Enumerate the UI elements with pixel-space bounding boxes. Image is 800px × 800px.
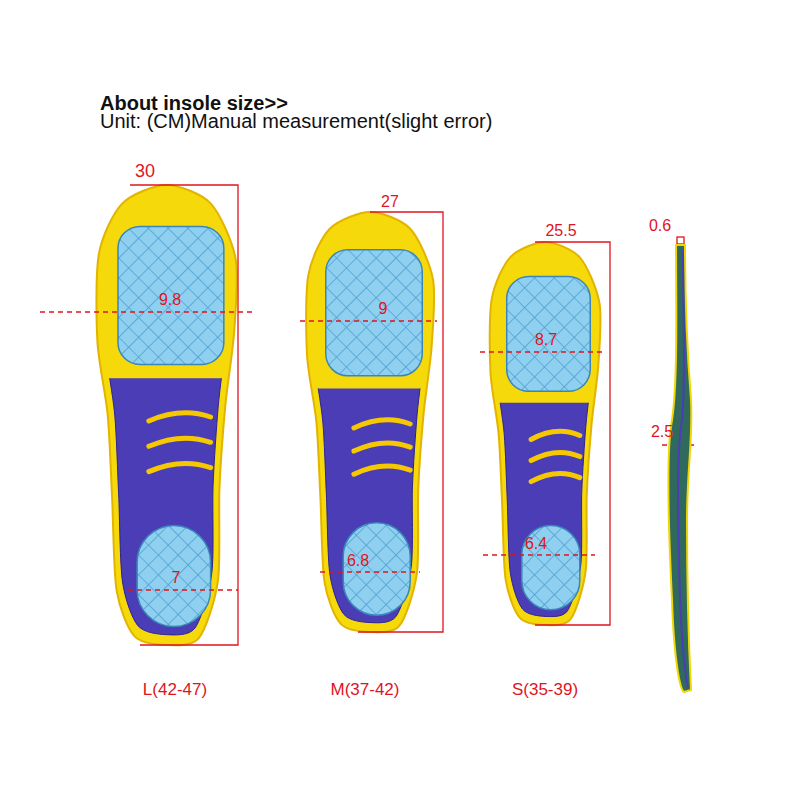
insole <box>96 185 236 645</box>
dimension: 9.8 <box>159 291 181 309</box>
width-line <box>300 320 437 321</box>
size-label: M(37-42) <box>331 681 400 700</box>
size-label: L(42-47) <box>143 681 207 700</box>
dimension: 27 <box>381 193 399 211</box>
length-bracket <box>535 242 610 625</box>
length-bracket <box>130 185 238 645</box>
dimension: 9 <box>379 300 388 318</box>
insole <box>490 242 601 625</box>
size-label: S(35-39) <box>512 681 578 700</box>
thickness-mark <box>677 237 684 244</box>
dimension: 8.7 <box>535 331 557 349</box>
dimension: 0.6 <box>649 217 671 235</box>
dimension: 7 <box>172 569 181 587</box>
side-view <box>668 245 691 692</box>
width-line <box>480 351 605 352</box>
insole <box>306 212 434 632</box>
length-bracket <box>358 212 443 632</box>
width-line <box>128 589 238 590</box>
width-line <box>40 311 255 312</box>
dimension: 6.4 <box>525 535 547 553</box>
dimension: 25.5 <box>545 222 576 240</box>
dimension: 2.5 <box>651 423 673 441</box>
width-line <box>320 571 420 572</box>
width-line <box>483 554 595 555</box>
dimension: 30 <box>135 162 155 182</box>
unit-note: Unit: (CM)Manual measurement(slight erro… <box>100 110 492 132</box>
dimension: 6.8 <box>347 552 369 570</box>
